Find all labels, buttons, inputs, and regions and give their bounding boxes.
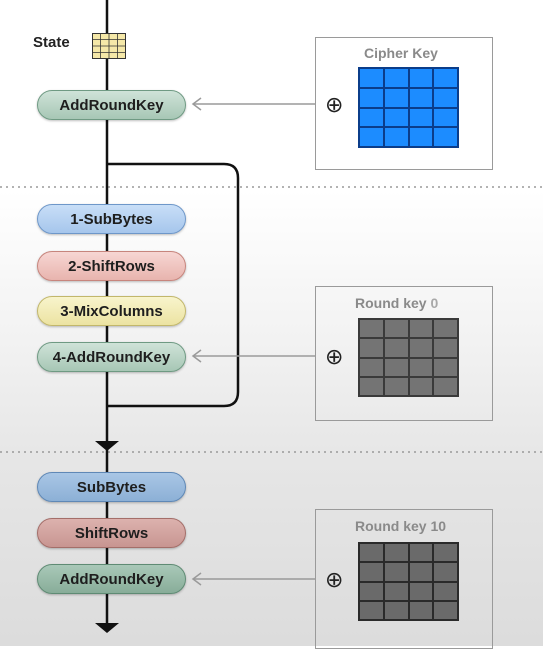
round-key-0-grid bbox=[358, 318, 459, 397]
xor-icon: ⊕ bbox=[325, 567, 344, 592]
round-loop-line bbox=[107, 162, 240, 408]
round-key-10-grid bbox=[358, 542, 459, 621]
cipher-key-box bbox=[315, 37, 493, 170]
key-arrowhead-3 bbox=[191, 572, 202, 586]
key-arrowhead-1 bbox=[191, 97, 202, 111]
round-shift-rows-stage: 2-ShiftRows bbox=[37, 251, 186, 281]
final-sub-bytes-stage: SubBytes bbox=[37, 472, 186, 502]
key-arrowhead-2 bbox=[191, 349, 202, 363]
initial-add-round-key-stage: AddRoundKey bbox=[37, 90, 186, 120]
arrowhead-down-1 bbox=[95, 441, 119, 451]
final-add-round-key-stage: AddRoundKey bbox=[37, 564, 186, 594]
round-key-0-box bbox=[315, 286, 493, 421]
round-key-0-title: Round key 0 bbox=[355, 295, 439, 311]
round-sub-bytes-stage: 1-SubBytes bbox=[37, 204, 186, 234]
xor-icon: ⊕ bbox=[325, 344, 344, 369]
xor-icon: ⊕ bbox=[325, 92, 344, 117]
round-add-round-key-stage: 4-AddRoundKey bbox=[37, 342, 186, 372]
final-shift-rows-stage: ShiftRows bbox=[37, 518, 186, 548]
round-key-10-title: Round key 10 bbox=[355, 518, 447, 534]
round-mix-columns-stage: 3-MixColumns bbox=[37, 296, 186, 326]
state-label: State bbox=[33, 34, 70, 51]
cipher-key-title: Cipher Key bbox=[364, 45, 438, 61]
state-grid-icon bbox=[92, 33, 126, 59]
cipher-key-grid bbox=[358, 67, 459, 148]
arrowhead-down-2 bbox=[95, 623, 119, 633]
